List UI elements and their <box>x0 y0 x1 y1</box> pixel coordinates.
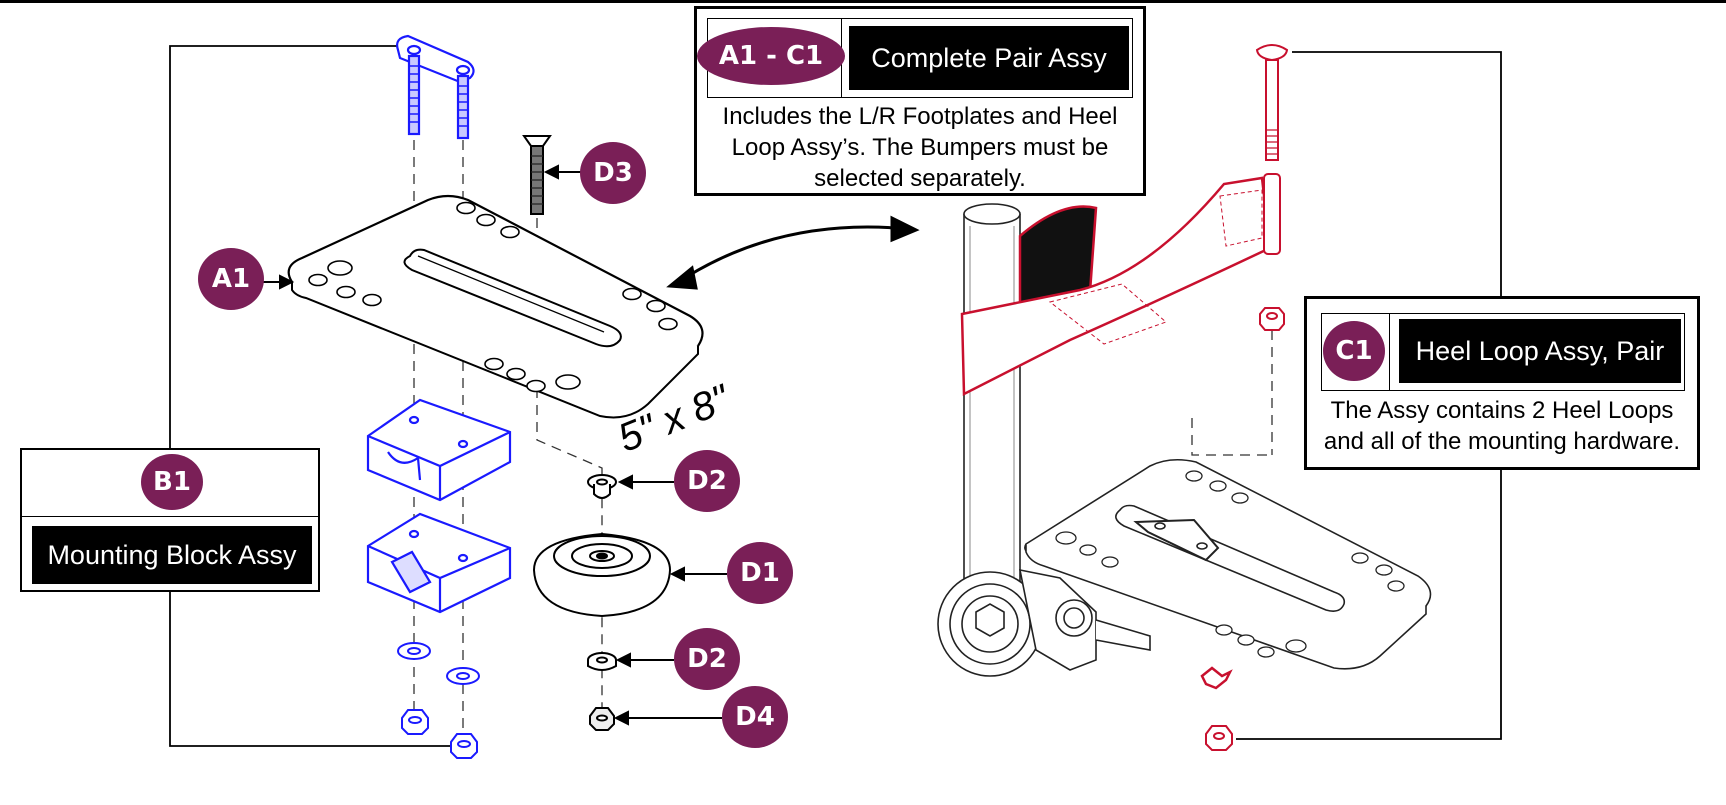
callout-d2-lower: D2 <box>674 628 740 690</box>
mounting-plate-with-studs <box>396 34 475 140</box>
a1-footplate <box>287 194 704 419</box>
heel-loop-header <box>1321 313 1685 391</box>
heel-loop-assembly <box>960 44 1289 751</box>
heel-loop-description: The Assy contains 2 Heel Loops and all o… <box>1307 395 1697 457</box>
heel-loop-divider <box>1389 313 1390 391</box>
callout-d2-upper: D2 <box>674 450 740 512</box>
complete-pair-desc-line-2: Loop Assy’s. The Bumpers must be <box>731 134 1109 161</box>
double-curved-arrow <box>666 215 920 290</box>
callout-d3: D3 <box>580 142 646 204</box>
callout-a1: A1 <box>198 248 264 310</box>
dashed-assembly-lines <box>413 140 1273 740</box>
complete-pair-description: Includes the L/R Footplates and Heel Loo… <box>697 101 1143 194</box>
heel-loop-box: C1 Heel Loop Assy, Pair The Assy contain… <box>1304 296 1700 470</box>
heel-loop-title: Heel Loop Assy, Pair <box>1399 319 1681 383</box>
heel-loop-desc-line-2: and all of the mounting hardware. <box>1323 428 1681 455</box>
c1-bracket-lines <box>1236 51 1502 740</box>
mounting-block-code: B1 <box>141 454 203 510</box>
callout-d4: D4 <box>722 686 788 748</box>
complete-pair-code: A1 - C1 <box>697 27 845 85</box>
blue-washers-and-nuts <box>397 642 480 759</box>
complete-pair-desc-line-1: Includes the L/R Footplates and Heel <box>722 103 1118 130</box>
heel-loop-code: C1 <box>1323 321 1385 381</box>
mounting-blocks <box>366 398 512 614</box>
d3-screw <box>522 135 552 215</box>
complete-pair-box: A1 - C1 Complete Pair Assy Includes the … <box>694 6 1146 196</box>
heel-loop-desc-line-1: The Assy contains 2 Heel Loops <box>1330 397 1674 424</box>
mounting-block-divider <box>22 516 318 517</box>
b1-bracket-lines <box>169 45 452 747</box>
mounting-block-box: B1 Mounting Block Assy <box>20 448 320 592</box>
callout-d1: D1 <box>727 542 793 604</box>
complete-pair-desc-line-3: selected separately. <box>814 165 1026 192</box>
complete-pair-title: Complete Pair Assy <box>849 26 1129 90</box>
d-hardware <box>532 474 672 731</box>
mounting-block-title: Mounting Block Assy <box>32 526 312 584</box>
